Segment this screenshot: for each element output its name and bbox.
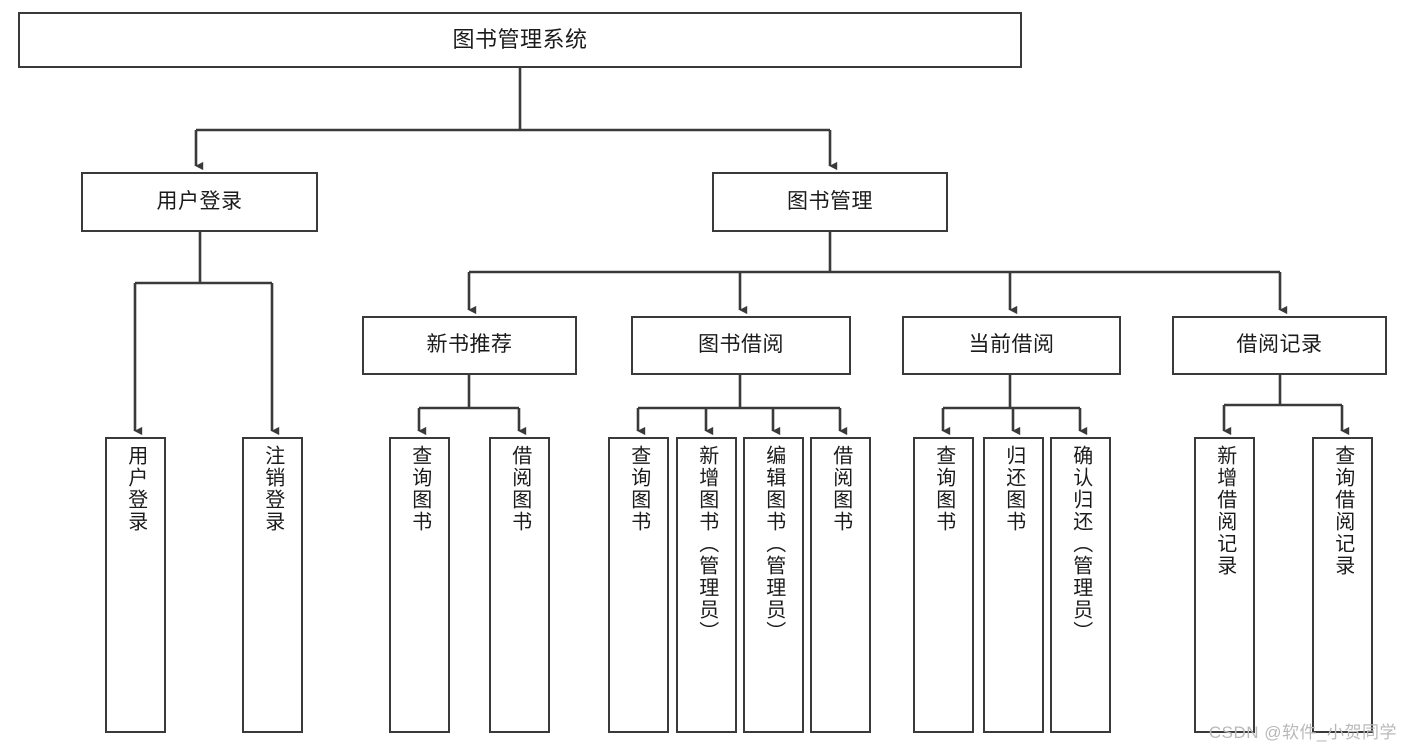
node-new-book-recommend[interactable]: 新书推荐 [362,316,577,375]
node-leaf-borrow-book-1[interactable]: 借阅图书 [489,437,550,733]
node-book-borrow[interactable]: 图书借阅 [631,316,851,375]
node-label: 归还图书 [1002,445,1025,533]
node-user-login[interactable]: 用户登录 [81,172,318,232]
node-label: 图书管理系统 [452,27,588,53]
node-label: 查询图书 [627,445,650,533]
node-label: 图书借阅 [698,333,784,357]
node-root-book-management-system[interactable]: 图书管理系统 [18,12,1022,68]
node-label: 当前借阅 [968,333,1055,357]
node-book-manage[interactable]: 图书管理 [712,172,948,232]
node-label: 注销登录 [261,445,284,533]
node-label: 图书管理 [787,189,873,213]
node-label: 用户登录 [156,189,243,213]
node-leaf-user-logout[interactable]: 注销登录 [242,437,303,733]
node-leaf-query-book-1[interactable]: 查询图书 [389,437,450,733]
node-label: 借阅记录 [1236,333,1323,357]
node-leaf-user-login[interactable]: 用户登录 [105,437,166,733]
node-label: 查询图书 [932,445,955,533]
node-label: 用户登录 [124,445,147,533]
node-leaf-add-book[interactable]: 新增图书（管理员） [676,437,737,733]
node-leaf-query-record[interactable]: 查询借阅记录 [1312,437,1373,733]
node-label: 编辑图书（管理员） [762,445,785,643]
node-leaf-query-book-2[interactable]: 查询图书 [608,437,669,733]
node-label: 新增借阅记录 [1213,445,1236,577]
node-leaf-query-book-3[interactable]: 查询图书 [913,437,974,733]
node-current-borrow[interactable]: 当前借阅 [902,316,1121,375]
node-label: 借阅图书 [829,445,852,533]
node-label: 新增图书（管理员） [695,445,718,643]
node-leaf-return-book[interactable]: 归还图书 [983,437,1044,733]
node-label: 新书推荐 [426,333,513,357]
node-leaf-edit-book[interactable]: 编辑图书（管理员） [743,437,804,733]
node-label: 借阅图书 [508,445,531,533]
node-leaf-borrow-book-2[interactable]: 借阅图书 [810,437,871,733]
node-label: 确认归还（管理员） [1069,445,1092,643]
node-leaf-confirm-return[interactable]: 确认归还（管理员） [1050,437,1111,733]
node-borrow-record[interactable]: 借阅记录 [1172,316,1387,375]
csdn-watermark: CSDN @软件_小贺同学 [1208,723,1397,742]
node-leaf-add-record[interactable]: 新增借阅记录 [1194,437,1255,733]
node-label: 查询借阅记录 [1331,445,1354,577]
node-label: 查询图书 [408,445,431,533]
